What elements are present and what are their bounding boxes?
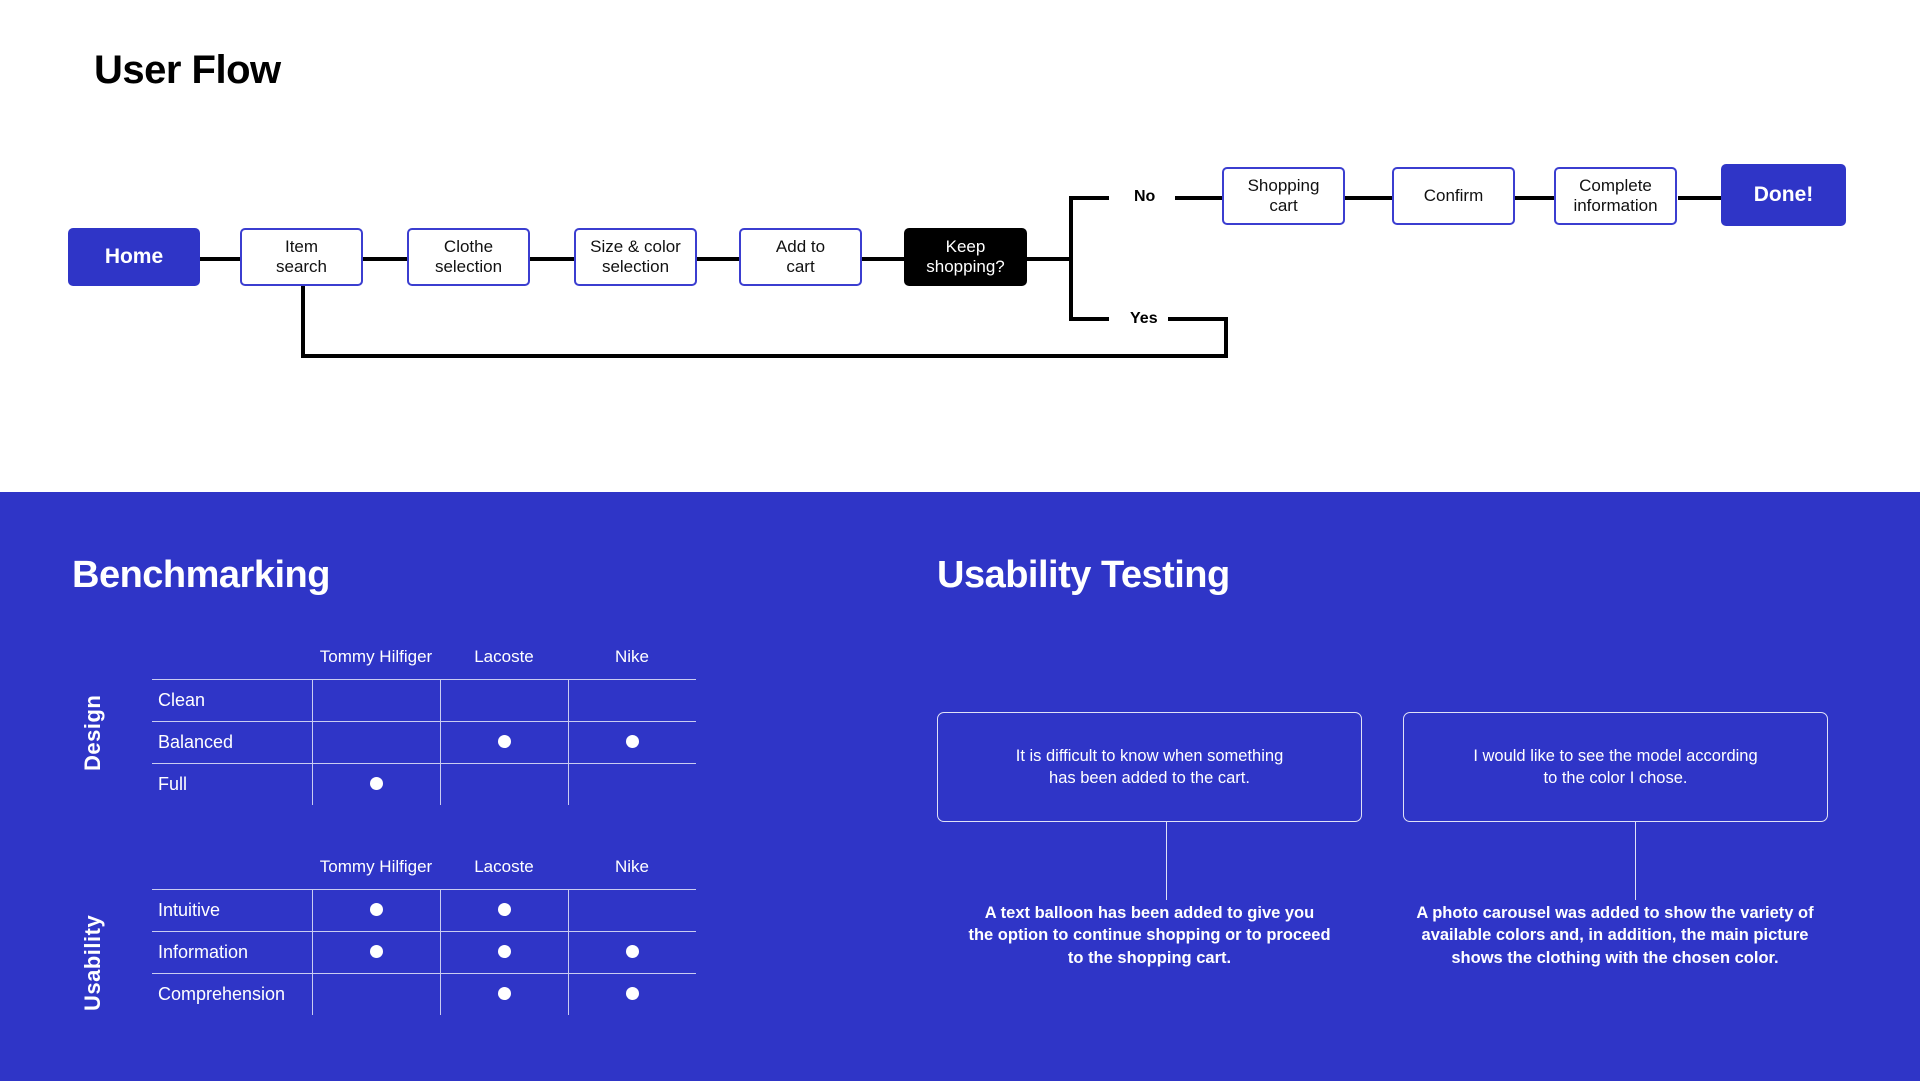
- user-flow-section: User Flow No Yes Home Item search Clothe…: [0, 0, 1920, 492]
- mark-dot: [625, 986, 639, 1000]
- cell-intuitive-nike: [567, 889, 696, 932]
- connector-cart-to-confirm: [1345, 196, 1393, 200]
- cell-intuitive-tommy: [311, 889, 440, 932]
- flow-node-add-to-cart[interactable]: Add to cart: [739, 228, 862, 286]
- cell-full-lacoste: [439, 763, 568, 806]
- table-row: Clean: [152, 679, 696, 722]
- mark-dot: [369, 944, 383, 958]
- page-title: User Flow: [94, 48, 281, 92]
- table-row: Comprehension: [152, 973, 696, 1016]
- yes-loop-left-vertical: [301, 282, 305, 358]
- row-label-balanced: Balanced: [152, 721, 312, 764]
- decision-branch-yes-stub: [1069, 317, 1109, 321]
- mark-dot: [369, 776, 383, 790]
- branch-label-yes: Yes: [1130, 310, 1158, 327]
- flow-node-complete-information[interactable]: Complete information: [1554, 167, 1677, 225]
- column-header-tommy-hilfiger: Tommy Hilfiger: [319, 647, 433, 666]
- column-header-nike: Nike: [614, 857, 649, 876]
- usability-quote-box-1: It is difficult to know when something h…: [937, 712, 1362, 822]
- table-row: Information: [152, 931, 696, 974]
- cell-balanced-tommy: [311, 721, 440, 764]
- connector-complete-to-done: [1678, 196, 1722, 200]
- cell-full-nike: [567, 763, 696, 806]
- cell-balanced-lacoste: [439, 721, 568, 764]
- cell-full-tommy: [311, 763, 440, 806]
- table-header-row: Tommy Hilfiger Lacoste Nike: [152, 857, 696, 890]
- cell-balanced-nike: [567, 721, 696, 764]
- cell-information-tommy: [311, 931, 440, 974]
- cell-clean-lacoste: [439, 679, 568, 722]
- table-header-row: Tommy Hilfiger Lacoste Nike: [152, 647, 696, 680]
- mark-dot: [625, 944, 639, 958]
- row-label-full: Full: [152, 763, 312, 806]
- table-row: Full: [152, 763, 696, 806]
- connector-search-to-clothe: [362, 257, 408, 261]
- mark-dot: [497, 734, 511, 748]
- row-label-clean: Clean: [152, 679, 312, 722]
- results-panel: Benchmarking Usability Testing Design To…: [0, 492, 1920, 1081]
- connector-home-to-search: [199, 257, 241, 261]
- decision-split-vertical: [1069, 196, 1073, 321]
- usability-connector-1: [1166, 822, 1167, 900]
- usability-finding-2: A photo carousel was added to show the v…: [1416, 904, 1814, 967]
- yes-loop-top-segment: [1168, 317, 1228, 321]
- flow-node-done[interactable]: Done!: [1721, 164, 1846, 226]
- connector-cart-to-keep: [861, 257, 905, 261]
- benchmarking-table-design: Tommy Hilfiger Lacoste Nike Clean Balanc…: [152, 647, 696, 806]
- benchmarking-table-usability: Tommy Hilfiger Lacoste Nike Intuitive In…: [152, 857, 696, 1016]
- flow-node-home[interactable]: Home: [68, 228, 200, 286]
- flow-node-shopping-cart[interactable]: Shopping cart: [1222, 167, 1345, 225]
- mark-dot: [625, 734, 639, 748]
- usability-connector-2: [1635, 822, 1636, 900]
- column-header-tommy-hilfiger: Tommy Hilfiger: [319, 857, 433, 876]
- cell-comprehension-lacoste: [439, 973, 568, 1016]
- mark-dot: [369, 902, 383, 916]
- connector-size-to-cart: [695, 257, 739, 261]
- yes-loop-bottom-segment: [301, 354, 1228, 358]
- flow-node-keep-shopping[interactable]: Keep shopping?: [904, 228, 1027, 286]
- flow-node-item-search[interactable]: Item search: [240, 228, 363, 286]
- benchmarking-title: Benchmarking: [72, 554, 330, 596]
- mark-dot: [497, 902, 511, 916]
- cell-comprehension-nike: [567, 973, 696, 1016]
- flow-node-confirm[interactable]: Confirm: [1392, 167, 1515, 225]
- branch-label-no: No: [1134, 188, 1156, 205]
- usability-testing-title: Usability Testing: [937, 554, 1230, 596]
- connector-no-to-shoppingcart: [1175, 196, 1223, 200]
- corner-cell: [152, 647, 312, 680]
- benchmarking-axis-label-design: Design: [80, 694, 105, 771]
- yes-loop-right-vertical: [1224, 317, 1228, 358]
- connector-clothe-to-size: [529, 257, 575, 261]
- column-header-nike: Nike: [614, 647, 649, 666]
- cell-comprehension-tommy: [311, 973, 440, 1016]
- cell-clean-nike: [567, 679, 696, 722]
- decision-branch-no-stub: [1069, 196, 1109, 200]
- connector-keep-to-split: [1026, 257, 1071, 261]
- column-header-lacoste: Lacoste: [474, 857, 534, 876]
- connector-confirm-to-complete: [1514, 196, 1554, 200]
- cell-intuitive-lacoste: [439, 889, 568, 932]
- corner-cell: [152, 857, 312, 890]
- usability-finding-1: A text balloon has been added to give yo…: [968, 904, 1331, 967]
- cell-information-nike: [567, 931, 696, 974]
- table-row: Balanced: [152, 721, 696, 764]
- benchmarking-table-design-wrap: Design Tommy Hilfiger Lacoste Nike Clean: [80, 647, 696, 806]
- row-label-information: Information: [152, 931, 312, 974]
- table-row: Intuitive: [152, 889, 696, 932]
- row-label-comprehension: Comprehension: [152, 973, 312, 1016]
- flow-node-size-color-selection[interactable]: Size & color selection: [574, 228, 697, 286]
- flow-node-clothe-selection[interactable]: Clothe selection: [407, 228, 530, 286]
- cell-information-lacoste: [439, 931, 568, 974]
- cell-clean-tommy: [311, 679, 440, 722]
- mark-dot: [497, 986, 511, 1000]
- usability-quote-box-2: I would like to see the model according …: [1403, 712, 1828, 822]
- row-label-intuitive: Intuitive: [152, 889, 312, 932]
- benchmarking-axis-label-usability: Usability: [80, 914, 105, 1011]
- mark-dot: [497, 944, 511, 958]
- column-header-lacoste: Lacoste: [474, 647, 534, 666]
- benchmarking-table-usability-wrap: Usability Tommy Hilfiger Lacoste Nike In…: [80, 857, 696, 1016]
